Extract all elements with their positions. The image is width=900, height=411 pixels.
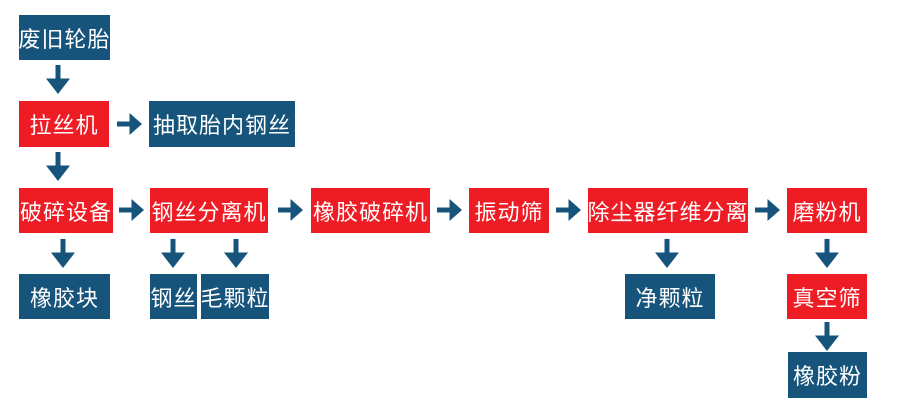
- arrow-down-icon: [46, 152, 70, 181]
- node-rough-granules: 毛颗粒: [201, 274, 269, 319]
- edge-steel-wire-separator-to-steel-wire: [160, 239, 186, 269]
- arrow-down-icon: [815, 322, 839, 351]
- node-rubber-blocks: 橡胶块: [19, 274, 110, 319]
- node-grinding-machine: 磨粉机: [787, 188, 867, 233]
- arrow-down-icon: [224, 239, 248, 268]
- node-steel-wire-separator: 钢丝分离机: [150, 188, 268, 233]
- arrow-right-icon: [755, 199, 780, 221]
- arrow-right-icon: [556, 199, 581, 221]
- arrow-down-icon: [46, 65, 70, 94]
- edge-wire-drawing-machine-to-extract-tire-steel-wire: [117, 112, 143, 136]
- edge-steel-wire-separator-to-rubber-crusher: [278, 198, 304, 222]
- edge-wire-drawing-machine-to-crushing-equipment: [45, 152, 71, 182]
- edge-vacuum-screen-to-rubber-powder: [814, 322, 840, 352]
- node-vacuum-screen: 真空筛: [787, 274, 867, 319]
- arrow-right-icon: [278, 199, 303, 221]
- edge-waste-tires-to-wire-drawing-machine: [45, 65, 71, 95]
- edge-vibrating-screen-to-dust-collector-fiber-separation: [556, 198, 582, 222]
- node-waste-tires: 废旧轮胎: [19, 15, 110, 60]
- arrow-right-icon: [117, 113, 142, 135]
- node-clean-granules: 净颗粒: [625, 274, 715, 319]
- arrow-right-icon: [437, 199, 462, 221]
- node-crushing-equipment: 破碎设备: [19, 188, 113, 233]
- arrow-down-icon: [815, 239, 839, 268]
- edge-dust-collector-fiber-separation-to-clean-granules: [654, 239, 680, 269]
- node-rubber-crusher: 橡胶破碎机: [311, 188, 430, 233]
- node-dust-collector-fiber-separation: 除尘器纤维分离: [588, 188, 748, 233]
- edge-dust-collector-fiber-separation-to-grinding-machine: [755, 198, 781, 222]
- node-vibrating-screen: 振动筛: [469, 188, 549, 233]
- node-steel-wire: 钢丝: [150, 274, 197, 319]
- arrow-down-icon: [161, 239, 185, 268]
- edge-grinding-machine-to-vacuum-screen: [814, 239, 840, 269]
- edge-crushing-equipment-to-steel-wire-separator: [119, 198, 145, 222]
- node-wire-drawing-machine: 拉丝机: [19, 101, 109, 147]
- arrow-right-icon: [119, 199, 144, 221]
- node-rubber-powder: 橡胶粉: [788, 352, 867, 398]
- arrow-down-icon: [655, 239, 679, 268]
- edge-crushing-equipment-to-rubber-blocks: [50, 239, 76, 269]
- edge-rubber-crusher-to-vibrating-screen: [437, 198, 463, 222]
- edge-steel-wire-separator-to-rough-granules: [223, 239, 249, 269]
- arrow-down-icon: [51, 239, 75, 268]
- node-extract-tire-steel-wire: 抽取胎内钢丝: [149, 101, 295, 147]
